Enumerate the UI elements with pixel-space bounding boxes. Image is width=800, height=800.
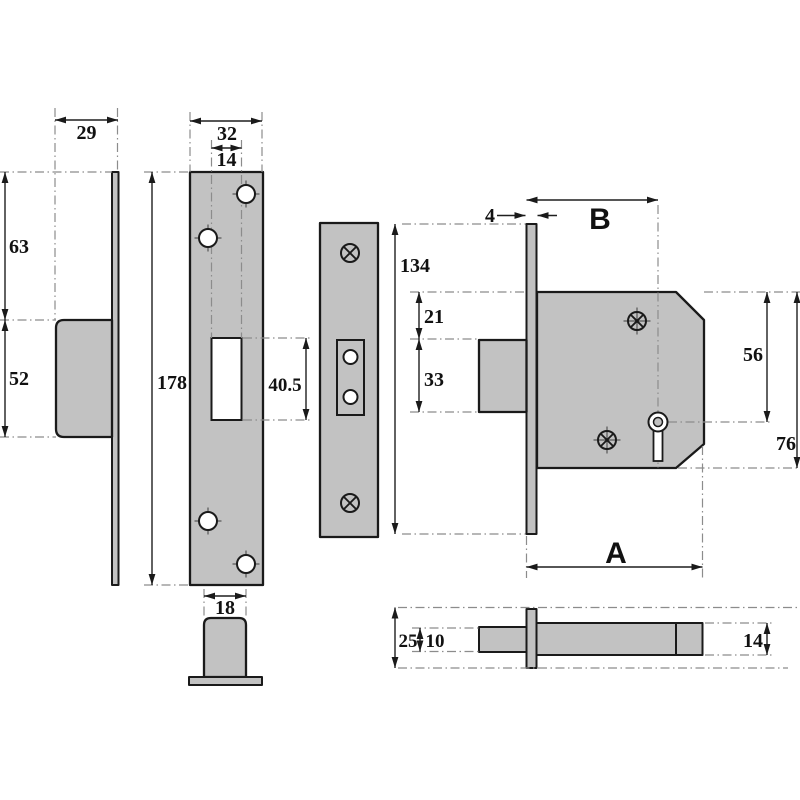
dim-label-14b: 14: [743, 630, 763, 652]
dim-label-21: 21: [424, 306, 444, 328]
bolt-roller: [342, 349, 359, 365]
bolt-aperture: [336, 339, 365, 416]
keyhole: [647, 411, 669, 462]
strike-plate-front-view: 32 14 178 40.5 18: [144, 112, 312, 686]
dim-label-B: B: [589, 203, 611, 236]
screw-hole: [194, 224, 222, 252]
dim-label-40-5: 40.5: [268, 375, 301, 396]
screw-hole: [232, 180, 260, 208]
screw-hole: [232, 550, 260, 578]
bolt-cutout: [210, 337, 243, 421]
dim-label-178: 178: [157, 372, 187, 394]
dim-label-76: 76: [776, 433, 796, 455]
dim-label-10: 10: [426, 631, 445, 652]
lock-case-side-view: 4 B 21 33 56 76 A: [410, 196, 800, 578]
lock-case-body: [535, 290, 706, 470]
faceplate: [318, 221, 380, 539]
dim-label-56: 56: [743, 344, 763, 366]
screw: [340, 243, 360, 263]
forend-section: [525, 608, 538, 669]
deadbolt-end-view: [202, 616, 248, 679]
dim-label-32: 32: [217, 123, 237, 145]
bolt-profile-view: 25 10 14: [391, 606, 800, 669]
dim-label-33: 33: [424, 369, 444, 391]
faceplate-front-view: 134: [318, 221, 526, 539]
dim-label-29: 29: [77, 122, 97, 144]
bolt-roller: [342, 389, 359, 405]
deadbolt-thrown: [477, 338, 528, 414]
dim-label-A: A: [605, 537, 627, 570]
case-forend: [525, 223, 538, 535]
dim-label-63: 63: [9, 236, 29, 258]
dim-label-4: 4: [485, 205, 495, 227]
dim-label-52: 52: [9, 368, 29, 390]
screw-hole: [194, 507, 222, 535]
dim-label-25: 25: [399, 631, 418, 652]
forend-section: [188, 676, 263, 686]
dim-label-18: 18: [215, 597, 235, 619]
deadbolt-side: [54, 318, 114, 439]
bolt-body: [535, 622, 704, 656]
bolt-tail: [478, 626, 528, 653]
dim-label-134: 134: [400, 255, 430, 277]
screw: [593, 426, 621, 454]
bolt-side-view: 29 63 52: [0, 108, 120, 586]
screw: [623, 307, 651, 335]
screw: [340, 493, 360, 513]
dim-label-14: 14: [217, 149, 237, 171]
